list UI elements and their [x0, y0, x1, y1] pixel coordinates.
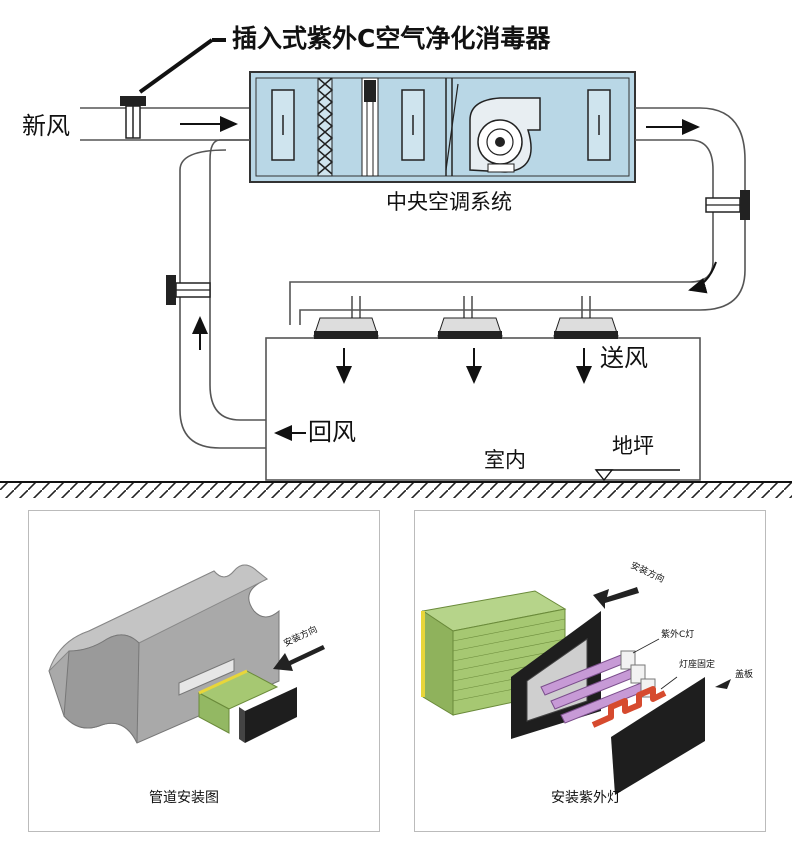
purifier-return-icon	[166, 275, 211, 305]
indoor-room	[265, 337, 701, 481]
lamp-holder-icon	[591, 686, 667, 728]
arrow-icon	[688, 261, 717, 294]
ground-hatch-icon	[0, 483, 792, 498]
floor-level-icon	[594, 469, 680, 482]
indoor-label: 室内	[484, 448, 526, 472]
right-panel-caption: 安装紫外灯	[551, 790, 621, 806]
purifier-fresh-air-icon	[120, 96, 146, 139]
central-ac-label: 中央空调系统	[386, 190, 512, 214]
ac-unit	[249, 71, 636, 183]
floor-label: 地坪	[612, 434, 654, 458]
diffuser-icon	[553, 317, 619, 339]
fan-icon	[469, 97, 541, 173]
diffuser-icon	[313, 317, 379, 339]
uvc-lamp-label: 紫外C灯	[661, 630, 695, 640]
purifier-supply-icon	[705, 190, 750, 220]
purifier-title: 插入式紫外C空气净化消毒器	[232, 24, 551, 53]
uvc-lamp-icon	[540, 650, 656, 724]
diffuser-icon	[437, 317, 503, 339]
uv-lamp-install-figure	[421, 587, 731, 795]
hvac-system-diagram	[0, 38, 792, 498]
cover-label: 盖板	[735, 670, 754, 680]
return-air-label: 回风	[308, 418, 356, 446]
duct-installation-figure	[48, 564, 325, 744]
fresh-air-label: 新风	[22, 112, 70, 140]
left-panel-caption: 管道安装图	[149, 790, 219, 806]
duct-installation-panel: 安装方向 管道安装图	[28, 510, 380, 832]
cover-plate-icon	[611, 677, 705, 795]
lamp-holder-label: 灯座固定	[679, 660, 716, 670]
uv-lamp-install-panel: 安装方向 紫外C灯 灯座固定 盖板 安装紫外灯	[414, 510, 766, 832]
supply-air-label: 送风	[600, 344, 648, 372]
filter-icon	[316, 77, 334, 177]
return-duct	[179, 139, 266, 449]
title-leader-line	[138, 38, 214, 94]
